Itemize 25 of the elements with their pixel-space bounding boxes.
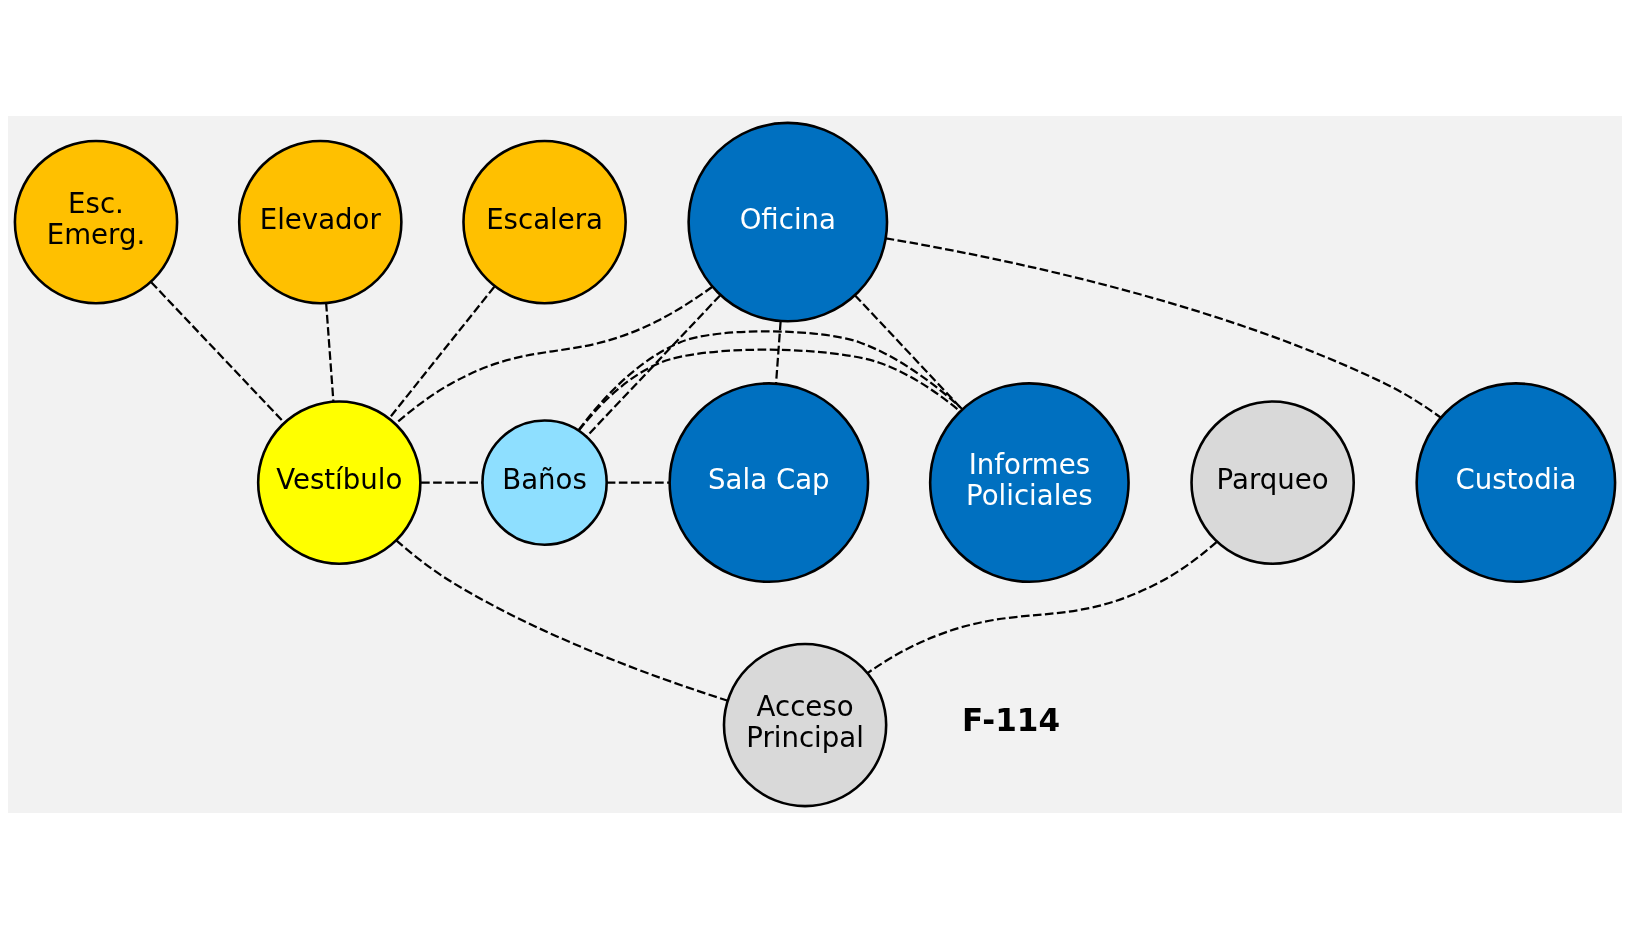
node-circle: Informes Policiales [928, 381, 1130, 583]
connector [388, 285, 496, 419]
connector [585, 294, 721, 437]
node-circle: Escalera [462, 139, 627, 304]
connector [867, 540, 1218, 674]
connector [325, 302, 335, 402]
node-circle: Esc. Emerg. [13, 139, 179, 304]
connector [774, 321, 782, 383]
connector [606, 481, 670, 484]
connector [395, 539, 728, 701]
node-circle: Oficina [687, 121, 889, 323]
label: F-114 [962, 701, 1061, 738]
node-circle: Elevador [237, 139, 403, 304]
node-circle: Custodia [1415, 381, 1617, 583]
node-circle: Sala Cap [668, 381, 870, 583]
connector [578, 348, 961, 431]
connector [394, 285, 713, 425]
connector [421, 481, 483, 484]
node-circle: Parqueo [1190, 399, 1355, 565]
node-circle: Vestíbulo [256, 399, 422, 565]
node-circle: Baños [481, 418, 608, 546]
connector [577, 329, 964, 431]
node-circle: Acceso Principal [722, 642, 888, 807]
connector [150, 280, 286, 424]
connector [885, 236, 1442, 418]
